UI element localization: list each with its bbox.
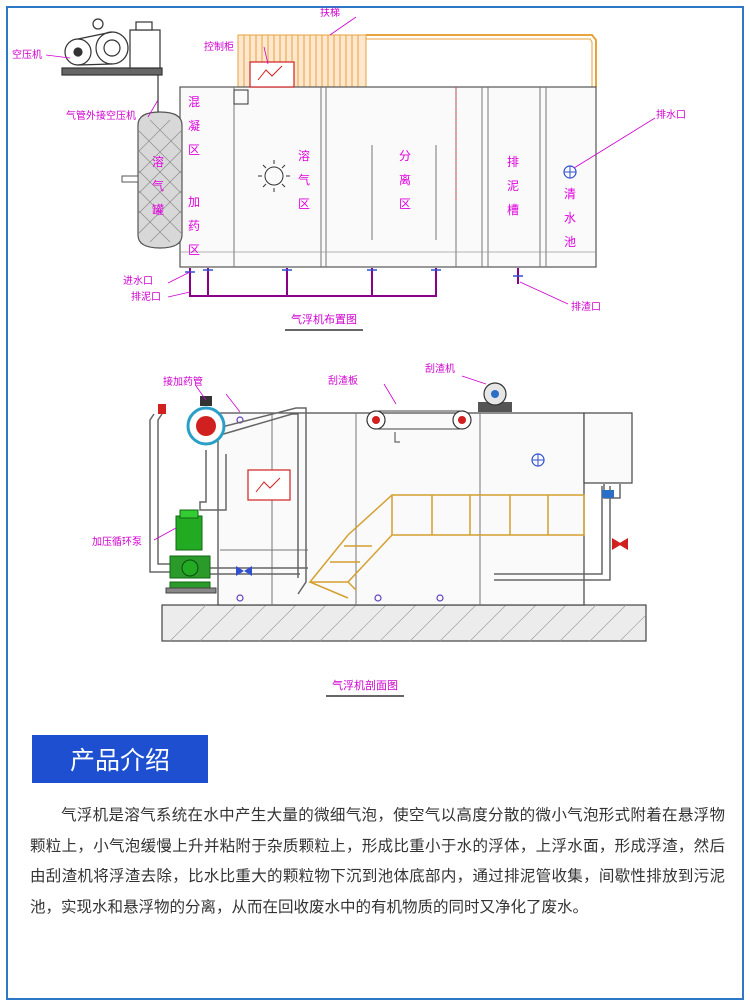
label-compressor: 空压机 [12, 48, 42, 61]
label-inlet: 进水口 [123, 275, 153, 287]
zone-separation: 分离区 [399, 149, 411, 211]
zone-tank: 溶气罐 [152, 154, 164, 217]
air-compressor-drawing [61, 18, 163, 76]
air-diffuser-icon [258, 160, 290, 192]
scraper-motor-drawing [478, 382, 512, 412]
layout-diagram-title: 气浮机布置图 [291, 312, 357, 326]
label-scraper: 刮渣机 [425, 362, 455, 375]
zone-sludge-trough: 排泥槽 [507, 155, 519, 217]
zone-dissolved: 溶气区 [298, 148, 310, 211]
label-pump: 加压循环泵 [92, 535, 142, 548]
scraper-wheel-right [452, 410, 472, 430]
section-piping [149, 407, 621, 595]
inclined-plates [308, 494, 585, 599]
circulation-pump-drawing [165, 509, 217, 594]
label-dosing-pipe: 接加药管 [163, 375, 203, 388]
foundation-slab [161, 604, 647, 642]
outlet-port-icon [531, 453, 545, 467]
label-air-pipe: 气管外接空压机 [66, 109, 136, 122]
dissolver-head-drawing [158, 396, 226, 446]
intro-body-text: 气浮机是溶气系统在水中产生大量的微细气泡，使空气以高度分散的微小气泡形式附着在悬… [30, 806, 725, 916]
tank-section [217, 412, 585, 606]
label-control-cabinet: 控制柜 [204, 40, 234, 53]
control-cabinet-box [249, 61, 295, 88]
section-diagram: 接加药管 刮渣板 刮渣机 加压循环泵 气浮机剖面图 [92, 362, 647, 697]
bottom-piping [189, 268, 519, 297]
tank-body [179, 86, 597, 268]
section-diagram-title: 气浮机剖面图 [332, 678, 398, 692]
page-frame [6, 6, 744, 1000]
layout-diagram: 空压机 气管外接空压机 扶梯 控制柜 排水口 进水口 排泥口 排渣口 溶气罐 混… [12, 6, 686, 331]
intro-heading: 产品介绍 [32, 735, 208, 783]
label-sludge-outlet: 排泥口 [131, 290, 161, 303]
zone-coagulation: 混凝区 [188, 95, 200, 157]
label-ladder: 扶梯 [320, 6, 340, 19]
scraper-wheel-left [366, 410, 386, 430]
label-scum-outlet: 排渣口 [571, 300, 601, 313]
zone-clear-pool: 清水池 [564, 187, 576, 249]
air-tank-drawing [121, 111, 183, 249]
label-scraper-plate: 刮渣板 [328, 374, 358, 387]
label-drain-outlet: 排水口 [656, 108, 686, 121]
zone-dosing: 加药区 [188, 195, 200, 257]
drain-port-icon [563, 165, 577, 179]
